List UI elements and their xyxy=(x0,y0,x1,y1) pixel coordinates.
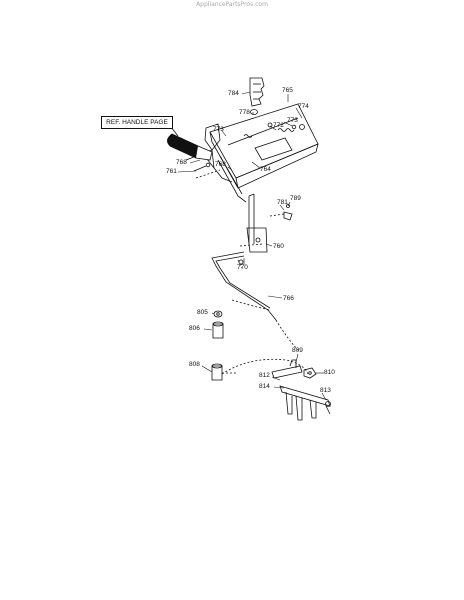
dashed-guide-lines xyxy=(221,299,309,375)
part-label-809: 809 xyxy=(292,347,303,354)
part-label-789: 789 xyxy=(290,195,301,202)
part-label-805: 805 xyxy=(197,309,208,316)
nut-part-810 xyxy=(303,367,317,379)
pin-part-808 xyxy=(211,363,236,381)
part-label-810: 810 xyxy=(324,369,335,376)
reference-label-box: REF. HANDLE PAGE xyxy=(101,116,173,129)
shift-rod xyxy=(239,193,268,253)
part-label-773a: 773 xyxy=(213,126,224,133)
link-rod-766 xyxy=(211,251,277,321)
bushing-part-805 xyxy=(213,310,223,318)
part-label-764: 764 xyxy=(260,166,271,173)
watermark: AppliancePartsPros.com xyxy=(196,1,268,8)
part-label-808: 808 xyxy=(189,361,200,368)
washer-part-778 xyxy=(250,109,258,115)
bolt-part-761 xyxy=(193,162,221,179)
part-label-768a: 768 xyxy=(176,159,187,166)
spacer-part-806 xyxy=(212,321,224,339)
part-label-774: 774 xyxy=(298,103,309,110)
clip-part-789 xyxy=(269,204,293,221)
shift-plate-764 xyxy=(209,103,319,189)
part-label-760: 760 xyxy=(273,243,284,250)
part-label-812: 812 xyxy=(259,372,270,379)
leader-lines xyxy=(177,91,327,401)
part-label-806: 806 xyxy=(189,325,200,332)
part-label-814: 814 xyxy=(259,383,270,390)
part-label-813: 813 xyxy=(320,387,331,394)
part-label-770: 770 xyxy=(237,264,248,271)
part-label-768b: 768 xyxy=(215,161,226,168)
part-label-766: 766 xyxy=(283,295,294,302)
spring-part-773 xyxy=(243,124,297,138)
part-label-772: 772 xyxy=(273,122,284,129)
handle-grip xyxy=(167,126,213,161)
part-label-784: 784 xyxy=(228,90,239,97)
part-label-761: 761 xyxy=(166,168,177,175)
shift-fork-812 xyxy=(271,359,331,421)
part-label-778: 778 xyxy=(239,109,250,116)
part-label-773b: 773 xyxy=(287,117,298,124)
part-label-765: 765 xyxy=(282,87,293,94)
grip-part-784 xyxy=(249,77,265,107)
part-label-781: 781 xyxy=(277,199,288,206)
